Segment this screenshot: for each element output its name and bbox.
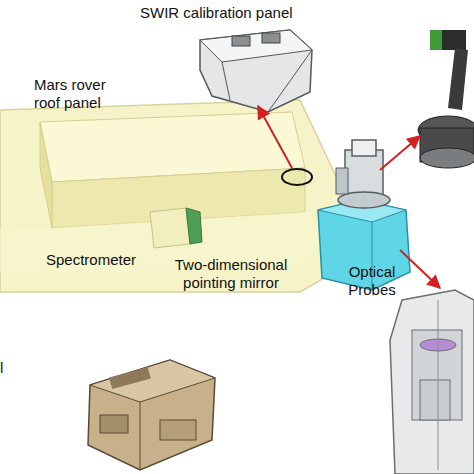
probe-cutaway-illustration xyxy=(390,290,474,474)
part-label: Mars rover roof panel xyxy=(34,76,134,112)
location-ellipse xyxy=(282,169,312,185)
part-label: Two-dimensional pointing mirror xyxy=(166,256,296,292)
pointing-mirror xyxy=(336,140,390,208)
spectrometer-illustration xyxy=(88,360,215,470)
spectrometer-unit xyxy=(150,208,202,248)
part-label: Optical Probes xyxy=(340,263,404,299)
calibration-panel-illustration xyxy=(200,30,312,112)
part-label: SWIR calibration panel xyxy=(140,4,340,22)
roof-panel xyxy=(0,100,352,292)
part-label: l xyxy=(0,359,20,377)
part-label: Spectrometer xyxy=(46,251,166,269)
mirror-mechanism-illustration xyxy=(418,30,474,168)
